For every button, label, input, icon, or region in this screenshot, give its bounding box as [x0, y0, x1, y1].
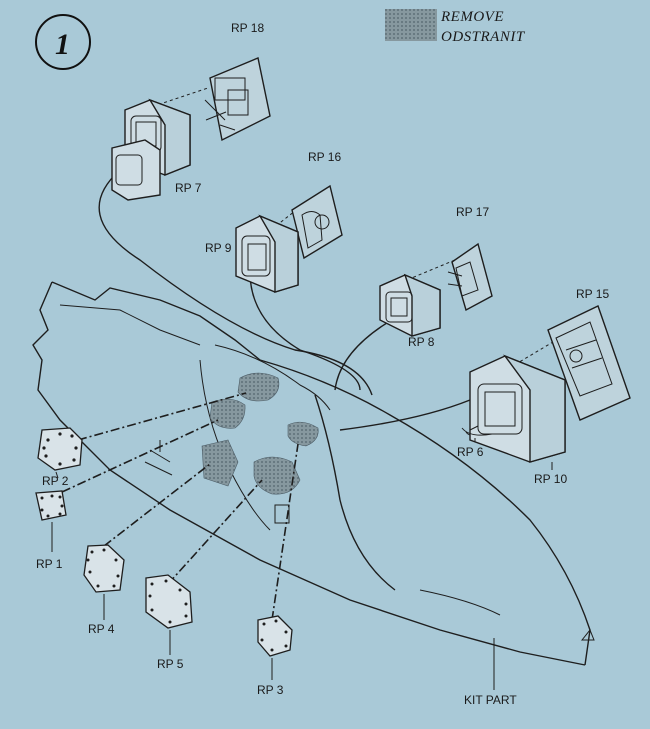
part-rp8: [379, 273, 441, 337]
panel-rp2: [37, 427, 83, 471]
panel-rp3: [257, 615, 293, 657]
panel-rp1: [35, 490, 67, 521]
label-rp1: RP 1: [36, 557, 63, 571]
label-rp18: RP 18: [231, 21, 264, 35]
label-rp8: RP 8: [408, 335, 435, 349]
label-rp17: RP 17: [456, 205, 489, 219]
step-number-badge: 1: [35, 14, 91, 70]
remove-area-rp1: [209, 398, 246, 429]
loose-panels: [35, 427, 293, 657]
label-rp15: RP 15: [576, 287, 609, 301]
label-rp6: RP 6: [457, 445, 484, 459]
step-number: 1: [55, 28, 70, 61]
part-rp15: [547, 305, 631, 421]
label-leaders: [51, 438, 553, 690]
label-rp9: RP 9: [205, 241, 232, 255]
legend-remove: REMOVE: [440, 9, 504, 25]
removal-areas: [201, 372, 319, 495]
label-rp10: RP 10: [534, 472, 567, 486]
part-rp17: [447, 242, 493, 312]
legend: REMOVE ODSTRANIT: [385, 9, 526, 45]
label-rp7: RP 7: [175, 181, 202, 195]
part-rp18: [204, 57, 271, 142]
legend-swatch: [385, 9, 437, 41]
fuselage-kit-part: [32, 281, 595, 666]
label-rp5: RP 5: [157, 657, 184, 671]
remove-area-rp2: [237, 372, 280, 402]
label-kit-part: KIT PART: [464, 693, 517, 707]
part-labels: RP 18 RP 7 RP 16 RP 9 RP 17 RP 8 RP 15 R…: [36, 21, 609, 707]
part-rp16: [291, 184, 343, 260]
label-rp16: RP 16: [308, 150, 341, 164]
legend-odstranit: ODSTRANIT: [441, 29, 526, 45]
remove-area-rp4: [201, 439, 239, 487]
part-rp9: [235, 214, 299, 293]
label-rp2: RP 2: [42, 474, 69, 488]
remove-area-rp5: [253, 456, 301, 495]
panel-rp5: [145, 574, 193, 629]
label-rp3: RP 3: [257, 683, 284, 697]
panel-rp4: [83, 544, 125, 593]
remove-area-rp3: [287, 421, 319, 447]
label-rp4: RP 4: [88, 622, 115, 636]
part-rp7: [111, 98, 191, 201]
part-rp10: [461, 354, 566, 463]
cables: [98, 169, 491, 437]
